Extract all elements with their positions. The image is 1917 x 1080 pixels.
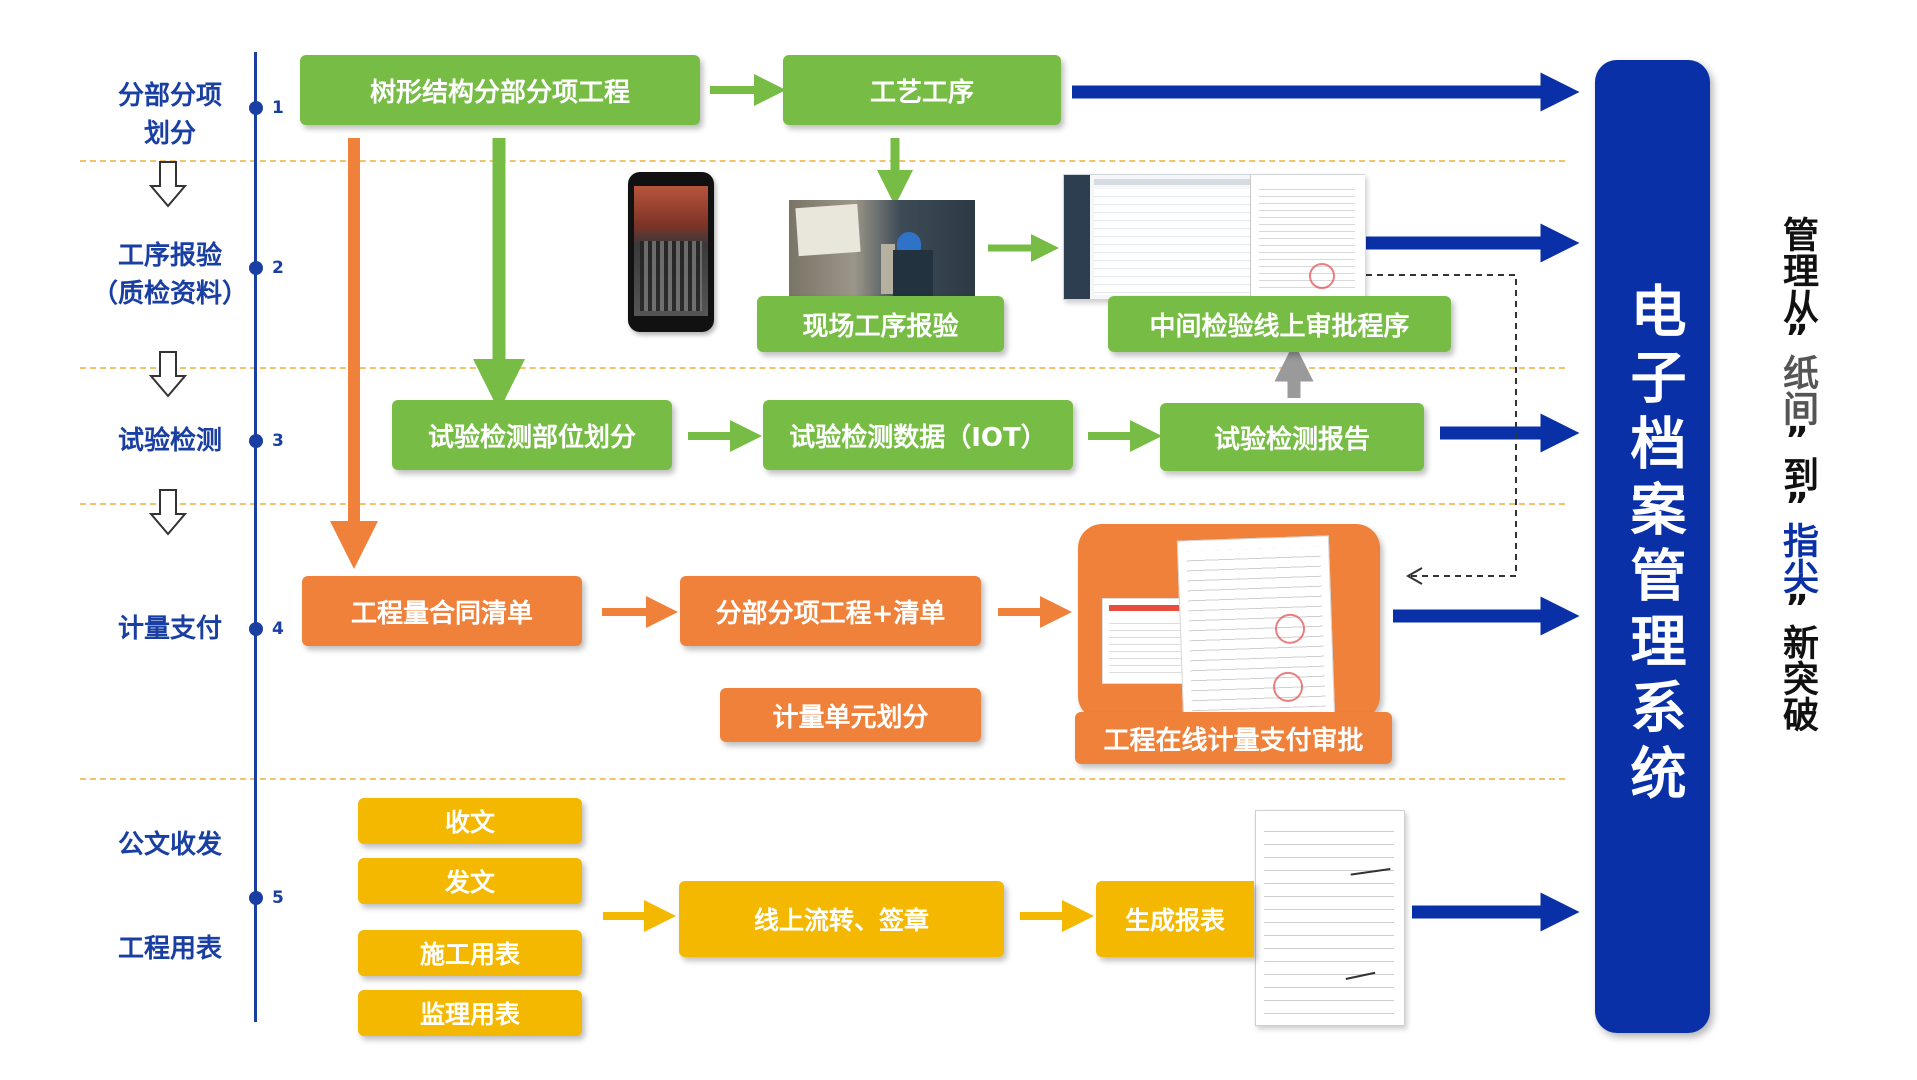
timeline-line bbox=[254, 52, 257, 1022]
timeline-dot-1 bbox=[249, 101, 263, 115]
receive-doc-box: 收文 bbox=[358, 798, 582, 844]
down-arrow-icon bbox=[148, 489, 188, 536]
signed-report-document bbox=[1255, 810, 1405, 1026]
tree-structure-box: 树形结构分部分项工程 bbox=[300, 55, 700, 125]
dashed-connector bbox=[1366, 274, 1517, 577]
slogan-quote-2: ” bbox=[1785, 420, 1809, 461]
timeline-dot-5 bbox=[249, 891, 263, 905]
mid-inspection-box: 中间检验线上审批程序 bbox=[1108, 296, 1451, 352]
slogan-quote-3: ” bbox=[1785, 486, 1809, 527]
system-screenshot bbox=[1063, 174, 1365, 300]
test-data-box: 试验检测数据（IOT） bbox=[763, 400, 1073, 470]
stage-number-4: 4 bbox=[272, 619, 284, 639]
separator-4 bbox=[80, 778, 1565, 780]
separator-3 bbox=[80, 503, 1565, 505]
stage-number-1: 1 bbox=[272, 98, 284, 118]
timeline-dot-2 bbox=[249, 261, 263, 275]
process-box: 工艺工序 bbox=[783, 55, 1061, 125]
bill-box: 工程量合同清单 bbox=[302, 576, 582, 646]
down-arrow-icon bbox=[148, 351, 188, 398]
generate-report-box: 生成报表 bbox=[1096, 881, 1254, 957]
timeline-dot-4 bbox=[249, 622, 263, 636]
separator-2 bbox=[80, 367, 1565, 369]
stage-label-division: 分部分项 划分 bbox=[117, 81, 222, 149]
slogan-part-4: 指尖 bbox=[1777, 522, 1818, 594]
site-inspection-photo bbox=[789, 200, 975, 296]
separator-1 bbox=[80, 160, 1565, 162]
archive-system-bar: 电子档案管理系统 bbox=[1595, 60, 1710, 1033]
test-division-box: 试验检测部位划分 bbox=[392, 400, 672, 470]
stage-label-payment: 计量支付 bbox=[117, 614, 222, 644]
flow-sign-box: 线上流转、签章 bbox=[679, 881, 1004, 957]
slogan: 管理从 ” 纸间 ” 到 ” 指尖 ” 新突破 bbox=[1772, 216, 1822, 732]
slogan-part-3: 到 bbox=[1777, 456, 1818, 492]
slogan-part-2: 纸间 bbox=[1777, 354, 1818, 426]
field-report-box: 现场工序报验 bbox=[757, 296, 1004, 352]
stage-label-documents: 公文收发 bbox=[117, 830, 222, 860]
phone-photo bbox=[628, 172, 714, 332]
slogan-part-5: 新突破 bbox=[1777, 624, 1818, 732]
payment-document-card bbox=[1078, 524, 1380, 723]
unit-division-box: 计量单元划分 bbox=[720, 688, 981, 742]
stage-label-forms: 工程用表 bbox=[117, 934, 222, 964]
online-payment-box: 工程在线计量支付审批 bbox=[1075, 712, 1392, 764]
timeline-dot-3 bbox=[249, 434, 263, 448]
stage-label-testing: 试验检测 bbox=[117, 426, 222, 456]
test-report-box: 试验检测报告 bbox=[1160, 403, 1424, 471]
stage-number-3: 3 bbox=[272, 431, 284, 451]
archive-system-title: 电子档案管理系统 bbox=[1621, 282, 1686, 810]
supervision-form-box: 监理用表 bbox=[358, 990, 582, 1036]
slogan-quote-1: ” bbox=[1785, 318, 1809, 359]
send-doc-box: 发文 bbox=[358, 858, 582, 904]
stage-number-2: 2 bbox=[272, 258, 284, 278]
sub-bill-box: 分部分项工程+清单 bbox=[680, 576, 981, 646]
stage-label-process-inspection: 工序报验 （质检资料） bbox=[91, 241, 248, 309]
stage-number-5: 5 bbox=[272, 888, 284, 908]
slogan-part-1: 管理从 bbox=[1777, 216, 1818, 324]
slogan-quote-4: ” bbox=[1785, 588, 1809, 629]
down-arrow-icon bbox=[148, 161, 188, 208]
construction-form-box: 施工用表 bbox=[358, 930, 582, 976]
